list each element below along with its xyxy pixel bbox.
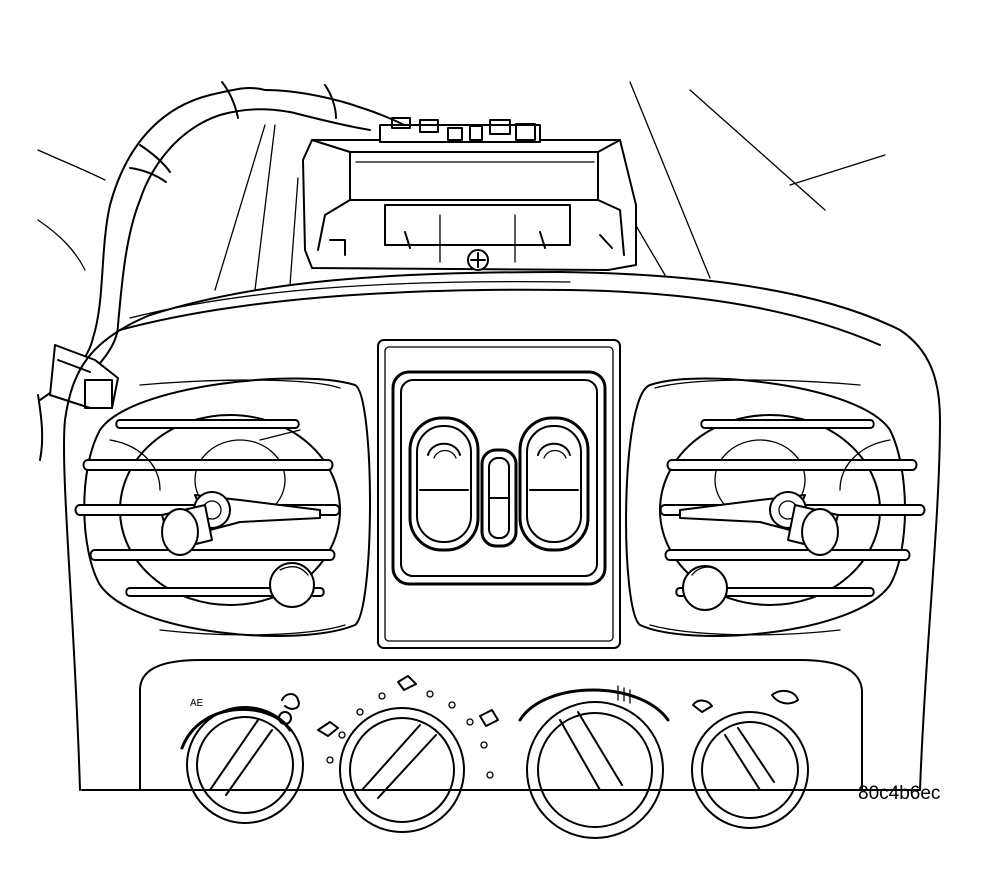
mode-knob — [180, 693, 339, 824]
wiring-harness — [37, 81, 411, 461]
background-lines — [37, 81, 886, 291]
control-module — [302, 117, 637, 271]
instrument-bezel — [62, 271, 941, 791]
mode-label: AE — [190, 698, 204, 709]
right-air-vent — [625, 377, 926, 637]
recirculation-knob — [691, 689, 809, 829]
temperature-knob — [518, 685, 670, 839]
figure-code: 80c4b6ec — [858, 783, 941, 804]
left-air-vent — [74, 377, 371, 637]
climate-controls — [180, 675, 809, 839]
fan-knob — [326, 675, 499, 833]
window-switch-panel — [377, 339, 621, 649]
